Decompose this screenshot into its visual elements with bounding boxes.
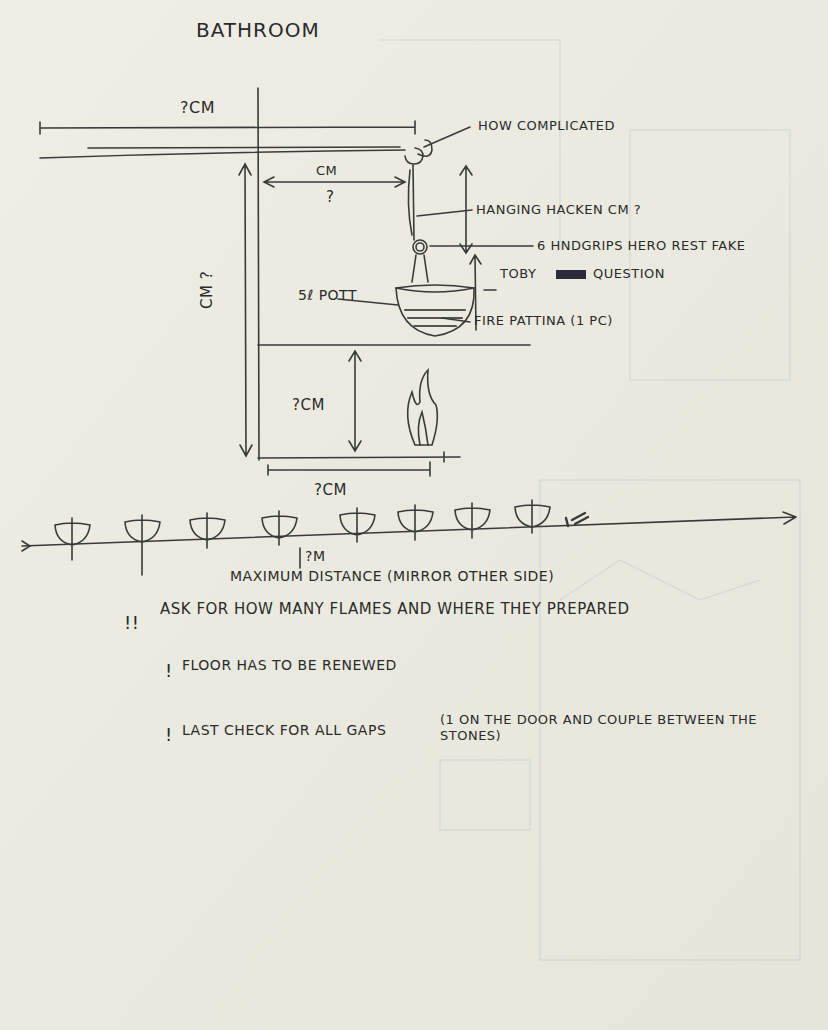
title: BATHROOM [196, 18, 320, 43]
dimension: ?CM [314, 481, 347, 500]
part-label: FIRE PATTINA (1 PC) [474, 313, 613, 329]
dimension: ? [326, 188, 334, 207]
note: QUESTION [593, 266, 665, 282]
dimension: ?CM [180, 98, 215, 118]
dimension: CM ? [198, 271, 217, 309]
dimension: CM [316, 163, 337, 179]
dimension: ?CM [292, 396, 325, 415]
note: ASK FOR HOW MANY FLAMES AND WHERE THEY P… [160, 600, 630, 619]
part-label: 5ℓ POTT [298, 287, 357, 305]
note: HOW COMPLICATED [478, 118, 615, 134]
show-through [380, 40, 800, 960]
note: LAST CHECK FOR ALL GAPS [182, 722, 386, 740]
note: MAXIMUM DISTANCE (MIRROR OTHER SIDE) [230, 568, 554, 586]
note: (1 ON THE DOOR AND COUPLE BETWEEN THE ST… [440, 712, 790, 745]
redaction-bar [556, 270, 586, 279]
note: FLOOR HAS TO BE RENEWED [182, 657, 397, 675]
note: 6 HNDGRIPS HERO REST FAKE [537, 238, 745, 254]
dimension: ?M [305, 548, 326, 566]
note-mark: ! [165, 724, 173, 747]
pencil-lines [22, 88, 796, 575]
pot-row [55, 500, 588, 575]
note: TOBY [500, 266, 536, 282]
note-mark: ! [165, 660, 173, 683]
note-mark: !! [124, 612, 139, 635]
note: HANGING HACKEN CM ? [476, 202, 641, 218]
